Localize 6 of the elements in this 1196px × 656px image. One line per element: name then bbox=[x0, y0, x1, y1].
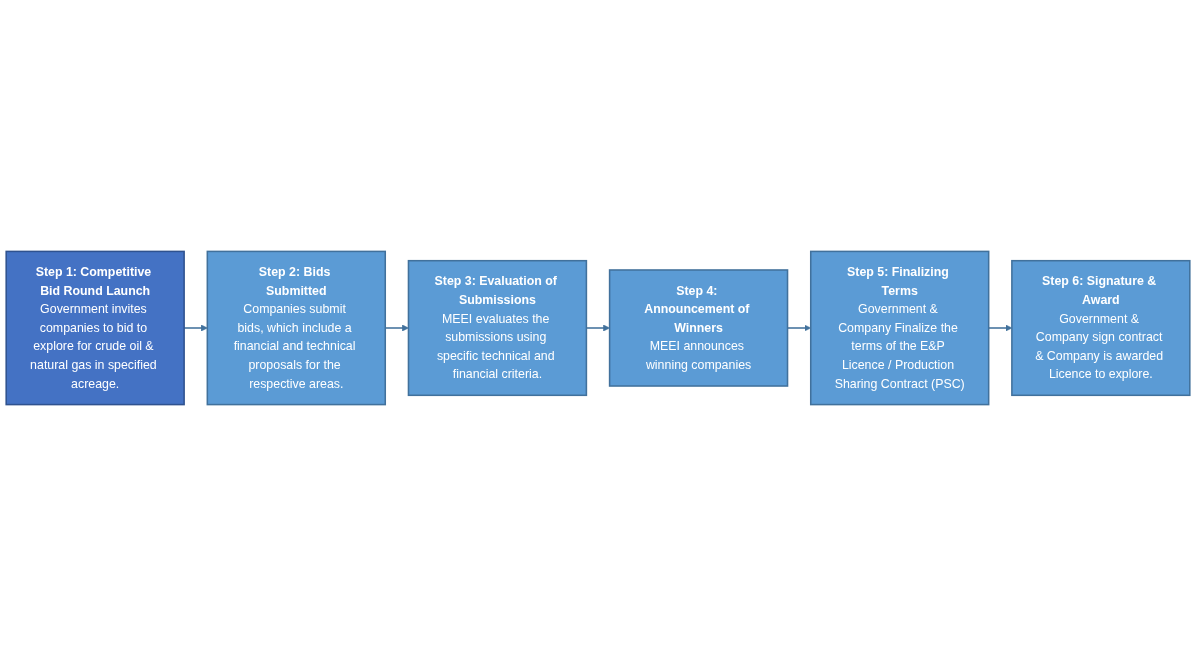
node-box: Step 6: Signature & Award Government & Company sign contract & Company is awarded Licence to explore. bbox=[1011, 259, 1191, 397]
node-box: Step 2: Bids Submitted Companies submit bids, which include a financial and technical proposals for the respective areas. bbox=[206, 250, 387, 406]
node-box: Step 5: Finalizing Terms Government & Company Finalize the terms of the E&P Licence / Production Sharing Contract (PSC) bbox=[809, 250, 990, 406]
node-box: Step 3: Evaluation of Submissions MEEI evaluates the submissions using specific technical and financial criteria. bbox=[407, 259, 588, 397]
node-box: Step 1: Competitive Bid Round Launch Government invites companies to bid to explore for crude oil & natural gas in specified acreage. bbox=[5, 250, 185, 406]
node-box: Step 4: Announcement of Winners MEEI announces winning companies bbox=[608, 269, 789, 387]
